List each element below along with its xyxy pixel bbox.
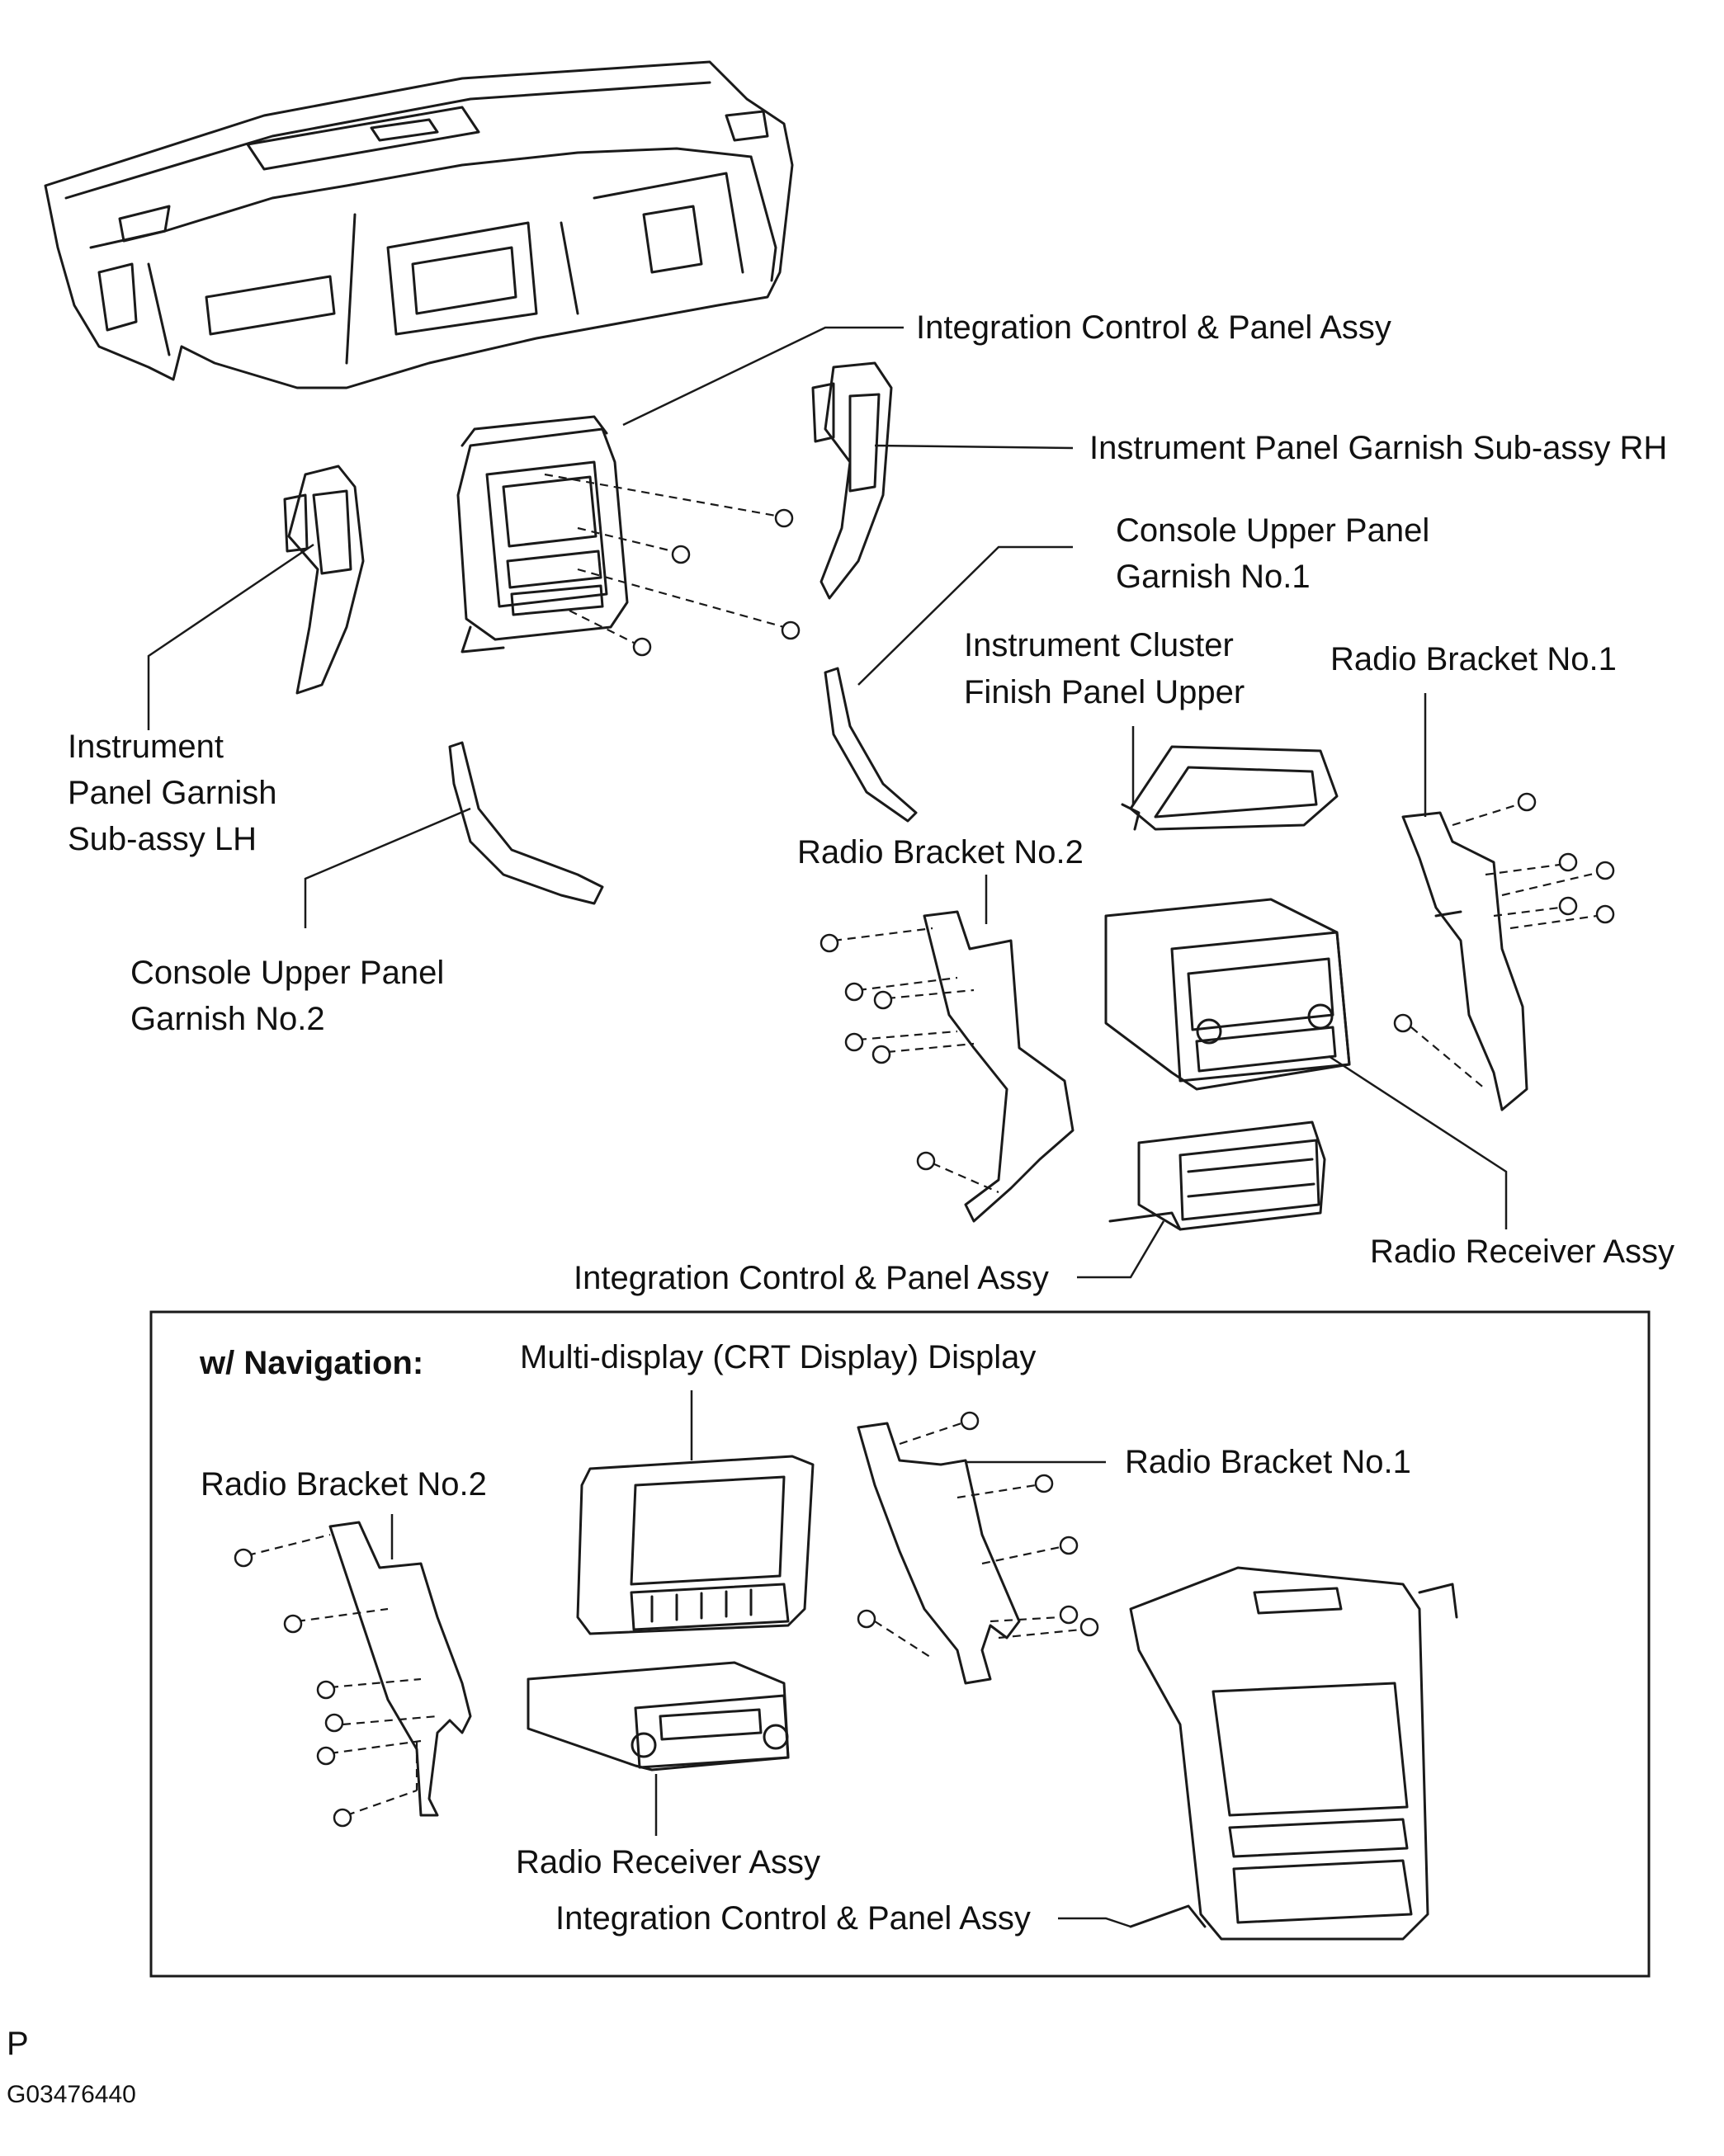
label-cluster-finish-line2: Finish Panel Upper <box>964 674 1245 710</box>
leader-lines-upper <box>147 326 1508 1279</box>
navigation-box-border <box>149 1310 1651 1978</box>
instrument-panel-illustration <box>44 60 794 389</box>
label-garnish-rh: Instrument Panel Garnish Sub-assy RH <box>1089 430 1667 466</box>
label-integration-control-lower: Integration Control & Panel Assy <box>574 1260 1049 1296</box>
garnish-rh-illustration <box>811 361 893 600</box>
nav-label-radio-bracket-no2: Radio Bracket No.2 <box>201 1466 487 1503</box>
label-cluster-finish-line1: Instrument Cluster <box>964 627 1234 663</box>
label-radio-receiver: Radio Receiver Assy <box>1370 1234 1674 1270</box>
radio-receiver-illustration <box>1104 898 1351 1091</box>
label-garnish-lh-line3: Sub-assy LH <box>68 821 257 857</box>
nav-radio-bracket-no2-illustration <box>328 1521 472 1817</box>
label-console-no1-line2: Garnish No.1 <box>1116 559 1311 595</box>
footer-code-letter: P <box>7 2026 29 2062</box>
label-radio-bracket-no1: Radio Bracket No.1 <box>1330 641 1617 677</box>
footer: P G03476440 <box>7 2026 136 2108</box>
nav-radio-bracket-no1-screws <box>857 1411 1099 1659</box>
navigation-variant-box: w/ Navigation: Multi-display (CRT Displa… <box>149 1310 1651 1978</box>
nav-label-radio-bracket-no1: Radio Bracket No.1 <box>1125 1444 1411 1480</box>
labels-upper: Integration Control & Panel Assy Instrum… <box>68 309 1674 1296</box>
nav-label-multi-display: Multi-display (CRT Display) Display <box>520 1339 1036 1375</box>
label-integration-control-upper: Integration Control & Panel Assy <box>916 309 1391 346</box>
console-garnish-no2-illustration <box>448 741 604 905</box>
radio-bracket-no2-illustration <box>923 910 1075 1223</box>
nav-heading: w/ Navigation: <box>199 1345 423 1381</box>
radio-bracket-no1-screws <box>1393 792 1615 1090</box>
nav-radio-bracket-no1-illustration <box>857 1422 1021 1685</box>
label-radio-bracket-no2: Radio Bracket No.2 <box>797 834 1084 870</box>
label-console-no2-line2: Garnish No.2 <box>130 1001 325 1037</box>
label-garnish-lh-line1: Instrument <box>68 729 224 765</box>
footer-figure-id: G03476440 <box>7 2081 136 2108</box>
garnish-lh-illustration <box>283 465 365 695</box>
upper-integration-screws <box>544 473 801 657</box>
label-console-no1-line1: Console Upper Panel <box>1116 512 1429 549</box>
integration-control-panel-illustration <box>456 415 629 653</box>
nav-multi-display-illustration <box>576 1455 815 1635</box>
label-garnish-lh-line2: Panel Garnish <box>68 775 276 811</box>
radio-bracket-no1-illustration <box>1401 811 1528 1111</box>
radio-bracket-no2-screws <box>819 927 999 1194</box>
nav-radio-bracket-no2-screws <box>234 1533 438 1828</box>
nav-integration-control-illustration <box>1129 1566 1458 1941</box>
cluster-finish-panel-illustration <box>1121 745 1339 831</box>
label-console-no2-line1: Console Upper Panel <box>130 955 444 991</box>
nav-label-radio-receiver: Radio Receiver Assy <box>516 1844 820 1880</box>
console-garnish-no1-illustration <box>824 667 918 823</box>
integration-control-lower-illustration <box>1108 1120 1326 1231</box>
nav-label-integration-control: Integration Control & Panel Assy <box>555 1900 1031 1937</box>
nav-radio-receiver-illustration <box>527 1661 790 1772</box>
